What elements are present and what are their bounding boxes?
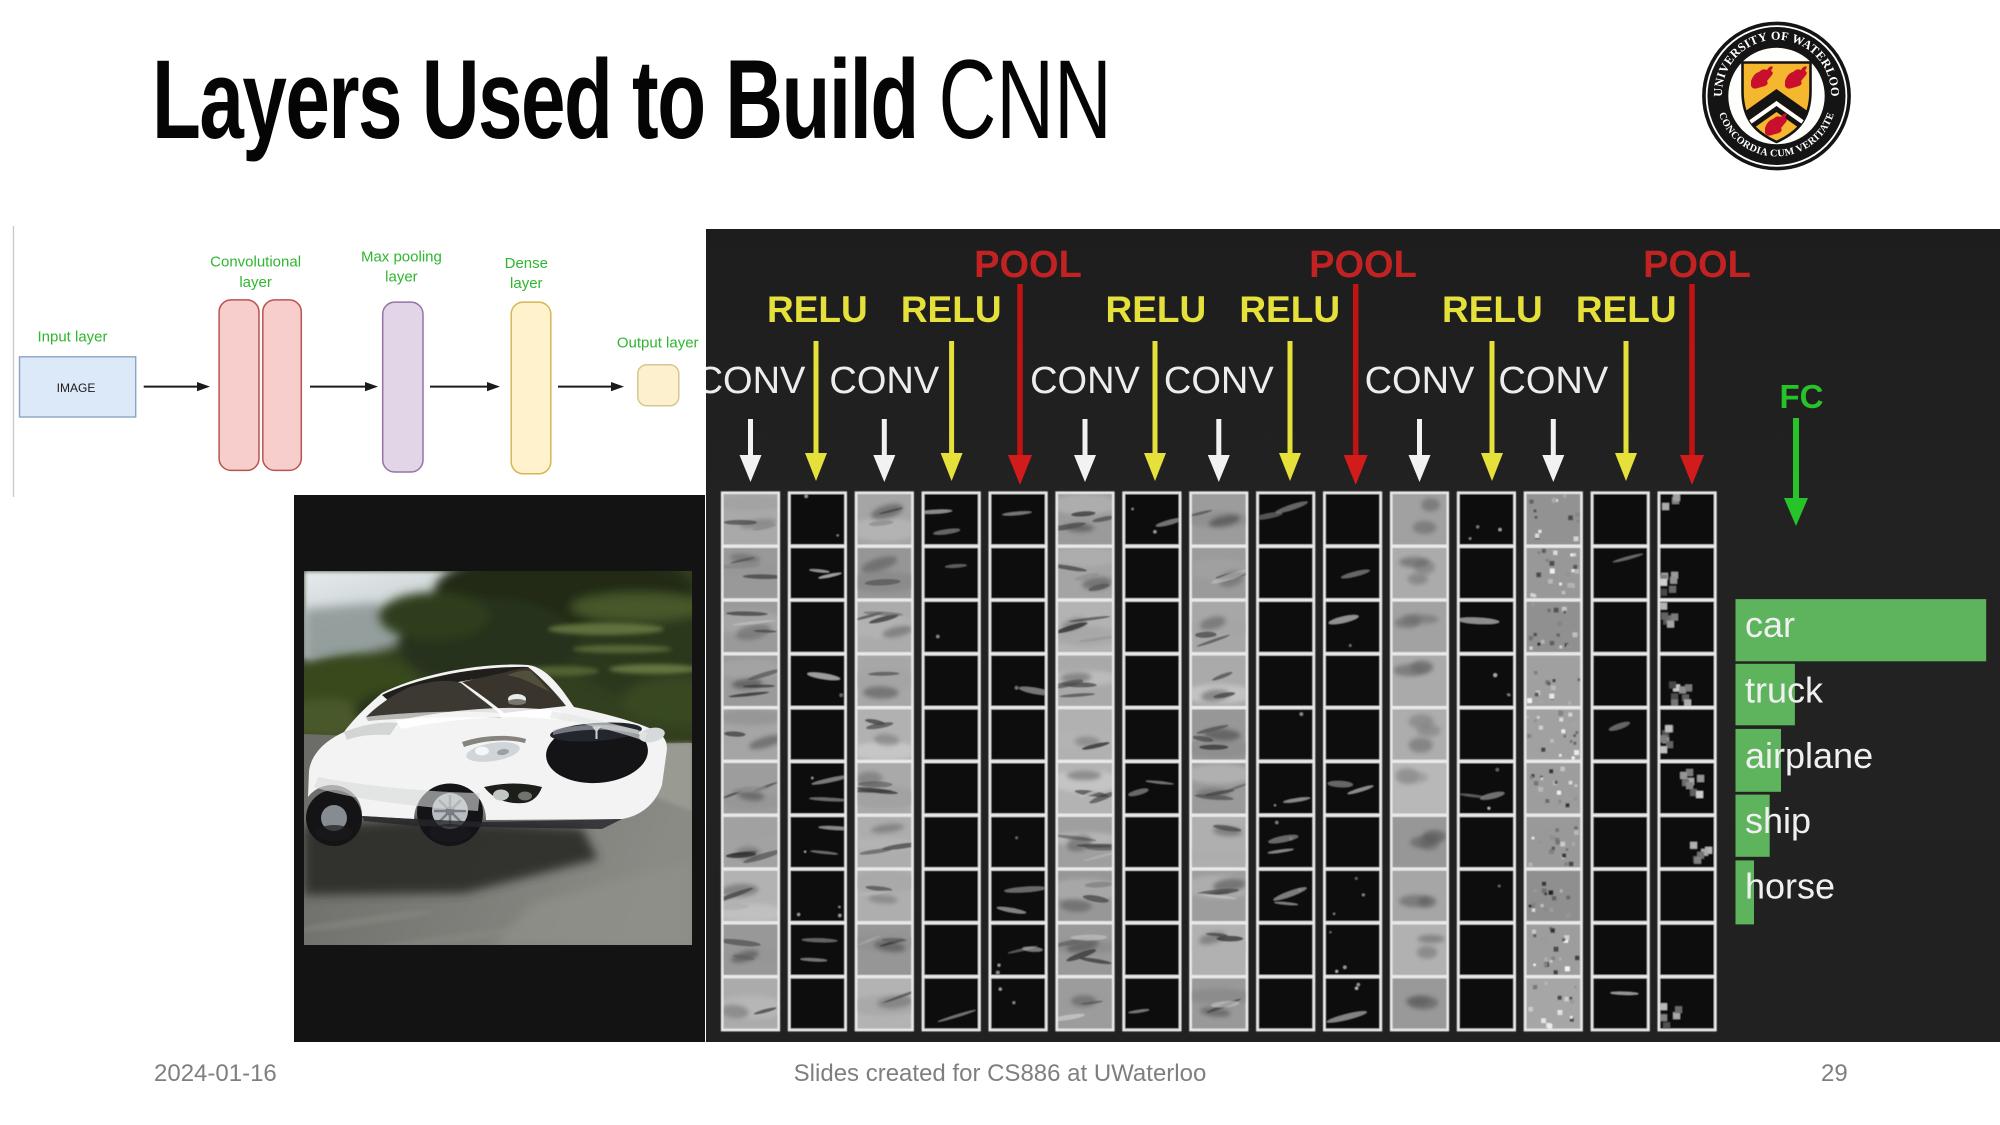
svg-text:POOL: POOL xyxy=(1643,244,1751,286)
svg-text:Convolutional: Convolutional xyxy=(210,254,301,271)
svg-text:FC: FC xyxy=(1780,378,1824,415)
svg-text:Max pooling: Max pooling xyxy=(361,248,442,265)
svg-text:layer: layer xyxy=(239,274,272,291)
svg-text:RELU: RELU xyxy=(901,289,1002,330)
svg-text:Output layer: Output layer xyxy=(617,334,699,351)
svg-text:horse: horse xyxy=(1745,866,1835,907)
svg-text:RELU: RELU xyxy=(1576,289,1677,330)
svg-text:truck: truck xyxy=(1745,669,1824,710)
svg-text:POOL: POOL xyxy=(1309,244,1417,286)
svg-text:CONV: CONV xyxy=(1164,360,1274,402)
svg-text:layer: layer xyxy=(385,269,418,286)
svg-text:layer: layer xyxy=(510,275,543,292)
svg-text:CONV: CONV xyxy=(1365,360,1475,402)
svg-text:ship: ship xyxy=(1745,800,1811,841)
svg-text:Input layer: Input layer xyxy=(37,329,107,346)
svg-text:RELU: RELU xyxy=(1239,289,1340,330)
svg-text:airplane: airplane xyxy=(1745,735,1873,776)
svg-text:RELU: RELU xyxy=(1106,289,1207,330)
svg-text:car: car xyxy=(1745,604,1795,645)
svg-text:RELU: RELU xyxy=(1442,289,1543,330)
svg-text:IMAGE: IMAGE xyxy=(57,381,96,395)
svg-text:CONV: CONV xyxy=(1498,360,1608,402)
svg-text:RELU: RELU xyxy=(767,289,868,330)
svg-text:POOL: POOL xyxy=(974,244,1082,286)
svg-text:CONV: CONV xyxy=(829,360,939,402)
svg-text:Dense: Dense xyxy=(505,255,548,272)
svg-text:CONV: CONV xyxy=(1030,360,1140,402)
svg-text:CONV: CONV xyxy=(706,360,806,402)
